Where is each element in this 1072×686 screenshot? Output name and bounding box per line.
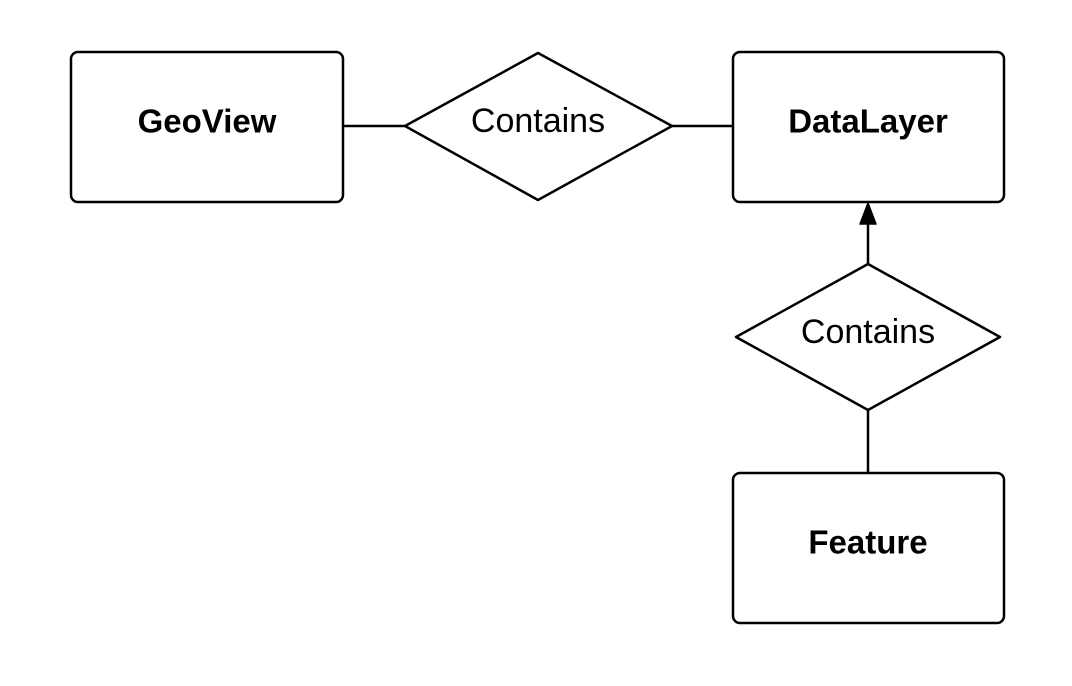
relationship-label: Contains — [801, 313, 935, 351]
arrowhead-icon — [859, 202, 877, 225]
entity-datalayer[interactable]: DataLayer — [731, 50, 1006, 204]
entity-datalayer-box — [731, 50, 1006, 204]
relationship-feature-datalayer[interactable]: Contains — [734, 262, 1002, 412]
entity-geoview-label: GeoView — [138, 103, 277, 140]
relationship-label: Contains — [471, 102, 605, 140]
entity-datalayer-label: DataLayer — [788, 103, 948, 140]
entity-feature-box — [731, 471, 1006, 625]
entity-geoview-box — [69, 50, 345, 204]
entity-geoview[interactable]: GeoView — [69, 50, 345, 204]
relationship-geoview-datalayer[interactable]: Contains — [403, 51, 674, 202]
relationship-diamond — [403, 51, 674, 202]
relationship-diamond — [734, 262, 1002, 412]
entity-feature-label: Feature — [808, 524, 927, 561]
entity-feature[interactable]: Feature — [731, 471, 1006, 625]
